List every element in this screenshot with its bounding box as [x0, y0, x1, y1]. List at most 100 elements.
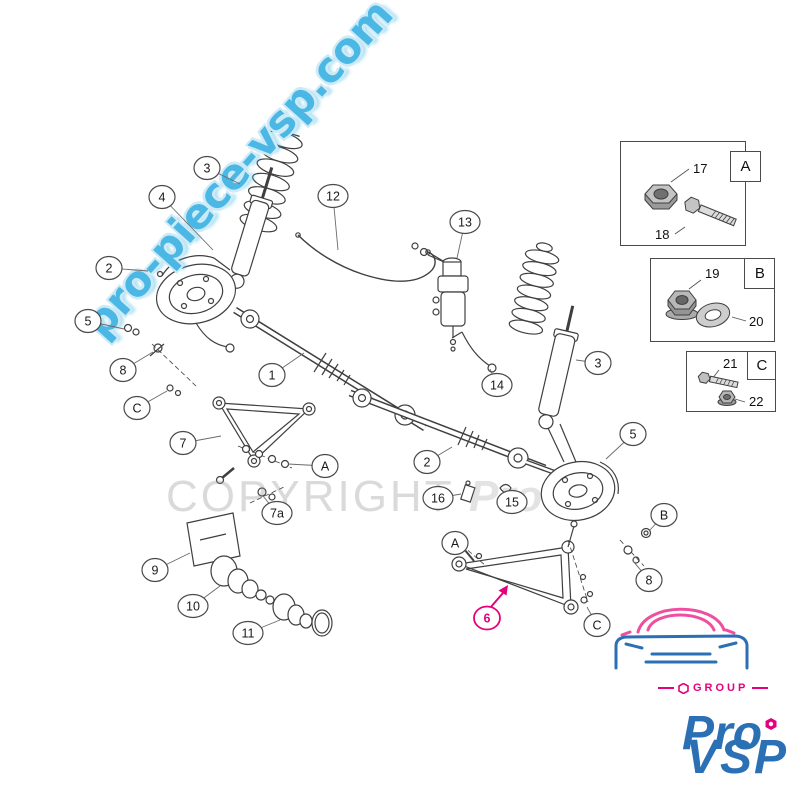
part-label-22: 22	[749, 394, 763, 409]
svg-text:B: B	[660, 509, 668, 523]
copyright-word: COPYRIGHT	[166, 472, 454, 521]
part-label-21: 21	[723, 356, 737, 371]
bracket-16	[460, 480, 476, 503]
svg-text:14: 14	[490, 379, 504, 393]
callout-14-12: 14	[481, 368, 513, 398]
svg-text:10: 10	[186, 600, 200, 614]
logo-line-vsp: VSP	[686, 731, 789, 784]
flange-nut-icon	[665, 290, 699, 320]
logo-rule-right	[752, 687, 769, 689]
part-label-17: 17	[693, 161, 707, 176]
brake-master-cylinder	[411, 242, 469, 352]
hexagon-icon	[765, 718, 777, 730]
svg-text:6: 6	[484, 612, 491, 626]
svg-text:16: 16	[431, 492, 445, 506]
svg-text:8: 8	[646, 574, 653, 588]
detail-box-c-art: 21 22	[697, 356, 763, 409]
front-left-hub	[155, 255, 237, 353]
logo-line-pro: Pro	[682, 692, 778, 758]
svg-text:C: C	[132, 402, 141, 416]
callout-a-21: A	[441, 530, 469, 556]
callout-5-14: 5	[605, 421, 647, 460]
detail-box-a: 17 18 A	[620, 141, 761, 246]
svg-text:4: 4	[159, 191, 166, 205]
svg-text:9: 9	[152, 564, 159, 578]
logo-pro-text: Pro	[682, 707, 763, 760]
svg-text:13: 13	[458, 216, 472, 230]
ref-letter-b: B	[744, 257, 776, 289]
mounting-plate	[186, 512, 241, 567]
callout-8-6: 8	[109, 351, 154, 383]
svg-text:2: 2	[106, 262, 113, 276]
svg-text:5: 5	[630, 428, 637, 442]
callout-12-2: 12	[317, 183, 349, 251]
callout-6-highlighted: 6	[473, 585, 508, 631]
detail-box-b: 19 20 B	[650, 257, 776, 342]
svg-text:15: 15	[505, 496, 519, 510]
svg-text:1: 1	[269, 369, 276, 383]
linkage-rod	[451, 331, 497, 373]
callout-4-1: 4	[148, 184, 214, 251]
svg-text:7a: 7a	[270, 507, 284, 521]
hex-bolt-icon	[684, 196, 737, 227]
lower-arm-right	[451, 520, 579, 615]
ref-letter-c-label: C	[756, 356, 768, 374]
callout-9-18: 9	[141, 552, 191, 583]
front-right-shock	[538, 305, 579, 430]
part-label-18: 18	[655, 227, 669, 242]
callout-c-7: C	[123, 390, 168, 421]
svg-text:8: 8	[120, 364, 127, 378]
callout-8-23: 8	[632, 560, 663, 593]
cv-boot-kit-10	[210, 555, 275, 605]
part-label-20: 20	[749, 314, 763, 329]
callout-3-13: 3	[575, 350, 612, 376]
detail-box-a-art: 17 18	[644, 161, 737, 242]
hex-bolt-icon	[697, 371, 739, 389]
ref-letter-c: C	[747, 350, 777, 380]
svg-text:11: 11	[242, 627, 255, 641]
callout-a-10: A	[287, 453, 339, 479]
car-sketch-icon	[614, 607, 749, 670]
ref-letter-a: A	[730, 151, 761, 182]
part-label-19: 19	[705, 266, 719, 281]
logo-rule-left	[658, 687, 674, 689]
flange-nut-icon	[717, 390, 737, 406]
front-right-spring	[508, 242, 560, 335]
detail-box-c: 21 22 C	[686, 350, 777, 412]
svg-text:A: A	[451, 537, 460, 551]
brake-pipe	[295, 232, 444, 282]
callout-7a-11: 7a	[261, 495, 293, 526]
callout-2-4: 2	[95, 255, 149, 281]
svg-text:5: 5	[85, 315, 92, 329]
callout-10-19: 10	[177, 585, 221, 619]
svg-text:3: 3	[204, 162, 211, 176]
front-left-shock	[229, 166, 274, 289]
detail-box-b-art: 19 20	[665, 266, 763, 329]
callout-b-22: B	[648, 502, 678, 532]
drive-shaft-2	[348, 388, 557, 476]
svg-text:3: 3	[595, 357, 602, 371]
ref-letter-b-label: B	[754, 264, 765, 282]
hexagon-icon	[678, 682, 689, 694]
svg-text:A: A	[321, 460, 330, 474]
svg-text:C: C	[592, 619, 601, 633]
callout-13-3: 13	[449, 209, 481, 259]
callout-5-5: 5	[74, 308, 125, 334]
callout-2-15: 2	[413, 446, 453, 475]
washer-icon	[695, 302, 731, 328]
callout-16-16: 16	[422, 485, 462, 511]
cv-boot-kit-11	[272, 593, 333, 637]
svg-text:12: 12	[326, 190, 340, 204]
lower-arm-left	[212, 396, 316, 468]
logo-group-row: GROUP	[658, 682, 769, 694]
svg-text:2: 2	[424, 456, 431, 470]
logo-group-label: GROUP	[693, 682, 749, 694]
callout-c-24: C	[583, 606, 611, 638]
hex-nut-icon	[644, 184, 678, 210]
front-right-hub	[540, 423, 619, 521]
ref-letter-a-label: A	[740, 158, 751, 175]
callout-11-20: 11	[232, 619, 281, 646]
